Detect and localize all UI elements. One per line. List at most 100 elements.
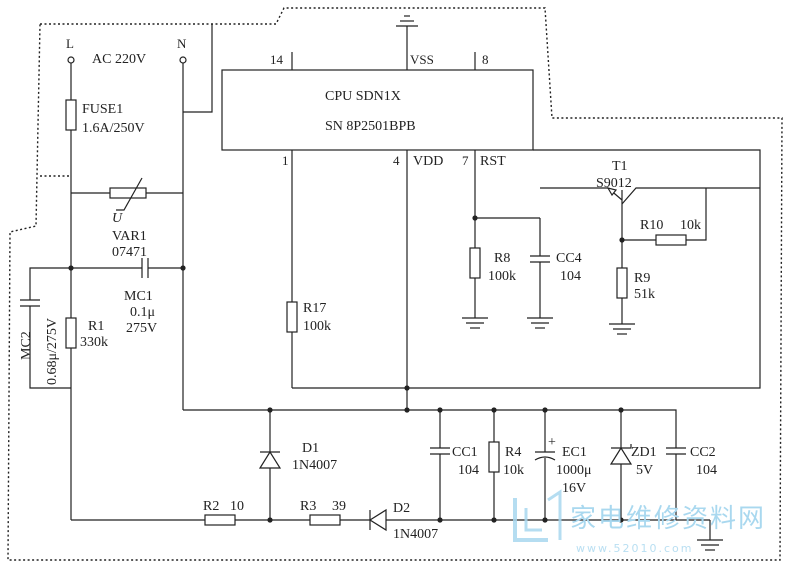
cc2-name: CC2 xyxy=(690,445,716,460)
d1-model: 1N4007 xyxy=(292,458,337,473)
wire-neutral-rail xyxy=(183,409,677,448)
junction-rst xyxy=(472,215,478,221)
junction-r4-top xyxy=(491,407,497,413)
r4-value: 10k xyxy=(503,463,524,478)
wire-n-to-cpu xyxy=(183,24,213,113)
junction-ec1-top xyxy=(542,407,548,413)
r3-value: 39 xyxy=(332,499,346,514)
t1-model: S9012 xyxy=(596,176,632,191)
cpu-pin-rst-label: RST xyxy=(480,154,506,169)
ground-symbol-vss xyxy=(396,15,418,27)
cpu-pin7-label: 7 xyxy=(462,153,469,168)
var1-value: 07471 xyxy=(112,245,147,260)
ground-symbol-r9 xyxy=(609,323,635,335)
r10-value: 10k xyxy=(680,218,701,233)
r9-value: 51k xyxy=(634,287,655,302)
varistor-var1 xyxy=(109,187,147,199)
cc1-value: 104 xyxy=(458,463,479,478)
t1-name: T1 xyxy=(612,159,628,174)
mc1-voltage: 275V xyxy=(126,321,157,336)
ground-symbol-cc4 xyxy=(527,317,553,329)
junction-mc1-right xyxy=(180,265,186,271)
varistor-symbol: U xyxy=(112,211,123,226)
resistor-r17 xyxy=(286,301,298,333)
cpu-pin4-label: 4 xyxy=(393,153,400,168)
zener-zd1 xyxy=(609,446,633,465)
cpu-pin1-label: 1 xyxy=(282,153,289,168)
ground-symbol-main xyxy=(697,539,723,551)
cpu-label-line1: CPU SDN1X xyxy=(325,89,401,104)
junction-n-d1 xyxy=(267,407,273,413)
r1-value: 330k xyxy=(80,335,108,350)
junction-bottom-r4 xyxy=(491,517,497,523)
cpu-label-line2: SN 8P2501BPB xyxy=(325,119,416,134)
junction-bottom-zd1 xyxy=(618,517,624,523)
wire-vdd-loop xyxy=(292,149,761,389)
r2-name: R2 xyxy=(203,499,219,514)
fuse-fuse1 xyxy=(65,99,77,131)
ac-voltage-label: AC 220V xyxy=(92,52,146,67)
r1-name: R1 xyxy=(88,319,104,334)
d2-model: 1N4007 xyxy=(393,527,438,542)
mc1-value: 0.1μ xyxy=(130,305,155,320)
var1-name: VAR1 xyxy=(112,229,147,244)
capacitor-ec1-plate-b xyxy=(534,456,556,461)
junction-bottom-ec1 xyxy=(542,517,548,523)
ec1-plus: + xyxy=(548,435,556,450)
ground-symbol-r8 xyxy=(462,317,488,329)
cc4-name: CC4 xyxy=(556,251,582,266)
cpu-chip xyxy=(221,69,534,151)
junction-zd1-top xyxy=(618,407,624,413)
resistor-r8 xyxy=(469,247,481,279)
junction-vdd-bottom xyxy=(404,407,410,413)
wire-mc2-bottom xyxy=(29,306,71,389)
d2-name: D2 xyxy=(393,501,410,516)
resistor-r2 xyxy=(204,514,236,526)
cc1-name: CC1 xyxy=(452,445,478,460)
cc2-value: 104 xyxy=(696,463,717,478)
wire-mc2-top xyxy=(29,267,71,300)
r17-value: 100k xyxy=(303,319,331,334)
junction-cc1-top xyxy=(437,407,443,413)
terminal-n-label: N xyxy=(177,36,187,51)
fuse1-rating: 1.6A/250V xyxy=(82,121,145,136)
r9-name: R9 xyxy=(634,271,650,286)
resistor-r4 xyxy=(488,441,500,473)
resistor-r9 xyxy=(616,267,628,299)
wire-r10-right xyxy=(686,188,707,241)
r2-value: 10 xyxy=(230,499,244,514)
cpu-pin8-label: 8 xyxy=(482,52,489,67)
zd1-value: 5V xyxy=(636,463,653,478)
junction-bottom-cc1 xyxy=(437,517,443,523)
cpu-pin14-label: 14 xyxy=(270,52,284,67)
r8-value: 100k xyxy=(488,269,516,284)
terminal-l xyxy=(67,56,75,64)
watermark-url: www.52010.com xyxy=(576,542,693,555)
resistor-r1 xyxy=(65,317,77,349)
diode-d1 xyxy=(258,450,282,469)
zd1-name: ZD1 xyxy=(631,445,657,460)
zener-zd1-bar xyxy=(611,444,632,449)
ec1-name: EC1 xyxy=(562,445,587,460)
r17-name: R17 xyxy=(303,301,326,316)
fuse1-name: FUSE1 xyxy=(82,102,123,117)
terminal-n xyxy=(179,56,187,64)
r8-name: R8 xyxy=(494,251,510,266)
mc1-name: MC1 xyxy=(124,289,153,304)
watermark-logo xyxy=(513,489,562,542)
junction-d1-bottom xyxy=(267,517,273,523)
r10-name: R10 xyxy=(640,218,663,233)
watermark-text: 家电维修资料网 xyxy=(570,504,766,534)
cc4-value: 104 xyxy=(560,269,581,284)
d1-name: D1 xyxy=(302,441,319,456)
mc2-name: MC2 xyxy=(19,331,34,360)
diode-d2 xyxy=(368,508,387,532)
ec1-voltage: 16V xyxy=(562,481,586,496)
terminal-l-label: L xyxy=(66,36,74,51)
enclosure-outline xyxy=(7,7,783,561)
cpu-pin-vdd-label: VDD xyxy=(413,154,443,169)
cpu-pin-vss-label: VSS xyxy=(410,52,434,67)
resistor-r3 xyxy=(309,514,341,526)
